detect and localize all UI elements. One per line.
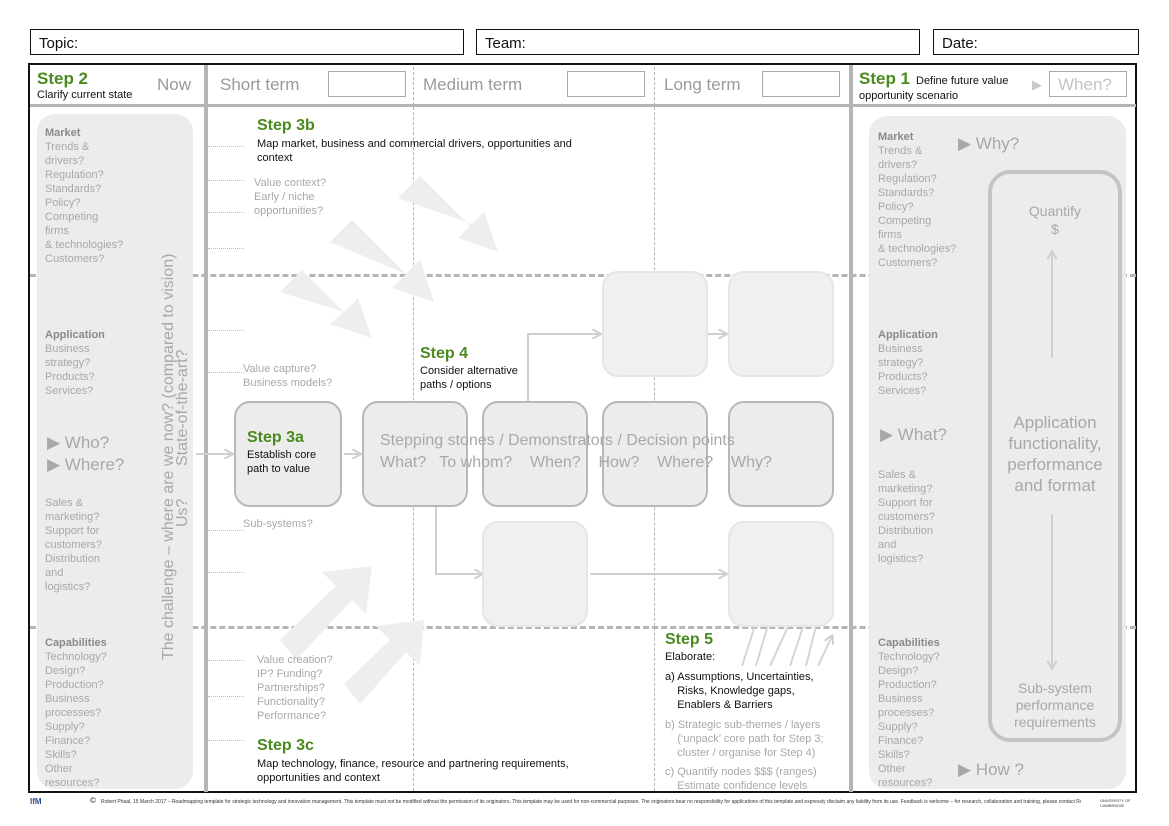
row-line: [208, 212, 244, 213]
step1-title: Step 1: [859, 69, 911, 88]
step2-subtitle: Clarify current state: [37, 89, 133, 101]
when-arrow-icon: ▶: [1032, 77, 1042, 92]
right-column-separator: [849, 65, 853, 792]
topic-field[interactable]: Topic:: [30, 29, 464, 55]
team-label: Team:: [485, 35, 526, 52]
why-label: ▶ Why?: [958, 134, 1020, 153]
how-label: ▶ How ?: [958, 760, 1024, 779]
step5-item-a: a) Assumptions, Uncertainties, Risks, Kn…: [665, 671, 814, 711]
step4-title: Step 4: [420, 345, 469, 362]
now-label: Now: [157, 75, 192, 94]
header-row-line: [30, 104, 1136, 107]
value-context: Value context? Early / niche opportuniti…: [254, 177, 326, 217]
step3b-desc: Map market, business and commercial driv…: [257, 138, 572, 164]
node-core-3[interactable]: [482, 401, 588, 507]
row-line: [208, 180, 244, 181]
left-market-items: Trends & drivers? Regulation? Standards?…: [45, 141, 124, 265]
app-functionality-label: Application functionality, performance a…: [1007, 413, 1103, 495]
row-line: [208, 660, 244, 661]
node-core-5[interactable]: [728, 401, 834, 507]
what-label: ▶ What?: [880, 425, 947, 444]
when-label: When?: [1058, 75, 1112, 94]
step3c-desc: Map technology, finance, resource and pa…: [257, 758, 569, 784]
node-core-4[interactable]: [602, 401, 708, 507]
left-market-heading: Market: [45, 127, 81, 139]
market-arrows: [280, 176, 498, 338]
left-application-items: Business strategy? Products? Services?: [45, 343, 95, 397]
right-capabilities-items: Technology? Design? Production? Business…: [878, 651, 940, 789]
row-line: [208, 330, 244, 331]
node-lower-right[interactable]: [728, 521, 834, 627]
cambridge-logo: UNIVERSITY OF CAMBRIDGE: [1100, 798, 1131, 808]
copyright-icon: ©: [90, 796, 96, 805]
row-line: [208, 530, 244, 531]
right-panel: [869, 116, 1126, 789]
step1-subtitle-2: opportunity scenario: [859, 90, 959, 102]
step3a-title: Step 3a: [247, 429, 304, 446]
team-field[interactable]: Team:: [476, 29, 920, 55]
row-line: [208, 572, 244, 573]
step1-subtitle-1: Define future value: [916, 75, 1009, 87]
node-upper-right[interactable]: [728, 271, 834, 377]
main-frame: [28, 63, 1137, 793]
capability-arrows: [280, 566, 424, 704]
node-upper-mid[interactable]: [602, 271, 708, 377]
row-line: [208, 696, 244, 697]
right-application-items: Business strategy? Products? Services?: [878, 343, 928, 397]
where-label: ▶ Where?: [47, 455, 125, 474]
left-column-separator: [204, 65, 208, 792]
step3a-desc: Establish core path to value: [247, 449, 317, 475]
short-term-input[interactable]: [328, 71, 406, 97]
value-capture: Value capture? Business models?: [243, 363, 333, 389]
step3b-title: Step 3b: [257, 117, 315, 134]
left-capabilities-items: Technology? Design? Production? Business…: [45, 651, 107, 789]
sub-systems-label: Sub-systems?: [243, 518, 313, 530]
medium-term-label: Medium term: [423, 75, 523, 94]
quantify-label: Quantify $: [1028, 203, 1082, 237]
subsystem-label: Sub-system performance requirements: [1014, 680, 1096, 730]
left-sales-items: Sales & marketing? Support for customers…: [45, 497, 102, 593]
ifm-logo: IfM: [30, 797, 42, 806]
long-term-label: Long term: [664, 75, 741, 94]
layer-line-bottom: [30, 626, 1136, 629]
row-line: [208, 248, 244, 249]
right-capabilities-heading: Capabilities: [878, 637, 940, 649]
step5-item-b: b) Strategic sub-themes / layers (‘unpac…: [665, 719, 824, 759]
date-field[interactable]: Date:: [933, 29, 1139, 55]
step5-item-c: c) Quantify nodes $$$ (ranges) Estimate …: [665, 766, 817, 792]
node-core-2[interactable]: [362, 401, 468, 507]
quantify-frame: [988, 170, 1122, 742]
short-term-label: Short term: [220, 75, 300, 94]
right-sales-items: Sales & marketing? Support for customers…: [878, 469, 935, 565]
stepping-questions: What? To whom? When? How? Where? Why?: [380, 454, 772, 471]
row-line: [208, 372, 244, 373]
who-label: ▶ Who?: [47, 433, 110, 452]
row-line: [208, 740, 244, 741]
medium-term-input[interactable]: [567, 71, 645, 97]
when-box[interactable]: When?: [1049, 71, 1127, 97]
long-term-input[interactable]: [762, 71, 840, 97]
date-label: Date:: [942, 35, 978, 52]
footer-note: Robert Phaal, 15 March 2017 – Roadmappin…: [101, 799, 1081, 805]
left-capabilities-heading: Capabilities: [45, 637, 107, 649]
step5-title: Step 5: [665, 631, 714, 648]
row-line: [208, 146, 244, 147]
node-lower-mid[interactable]: [482, 521, 588, 627]
left-application-heading: Application: [45, 329, 105, 341]
layer-line-top: [30, 274, 1136, 277]
right-market-heading: Market: [878, 131, 914, 143]
stepping-stones-label: Stepping stones / Demonstrators / Decisi…: [380, 432, 735, 449]
right-application-heading: Application: [878, 329, 938, 341]
step5-elaborate: Elaborate:: [665, 651, 716, 663]
step4-desc: Consider alternative paths / options: [420, 365, 518, 391]
right-market-items: Trends & drivers? Regulation? Standards?…: [878, 145, 957, 269]
left-panel: [37, 114, 193, 789]
step2-title: Step 2: [37, 69, 89, 88]
topic-label: Topic:: [39, 35, 79, 52]
value-creation: Value creation? IP? Funding? Partnership…: [257, 654, 333, 722]
step3c-title: Step 3c: [257, 737, 314, 754]
node-step3a[interactable]: [234, 401, 342, 507]
